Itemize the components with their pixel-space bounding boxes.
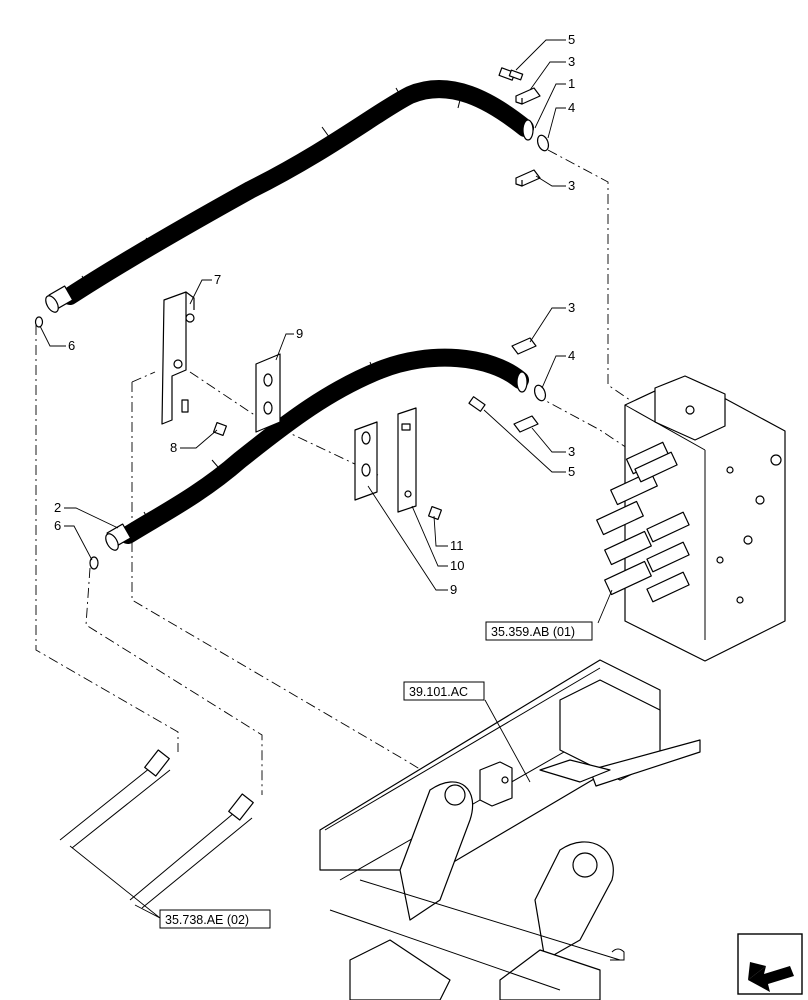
o-ring-left-upper xyxy=(34,316,44,328)
callout-1: 1 xyxy=(568,76,575,91)
callout-8: 8 xyxy=(170,440,177,455)
callout-3-upper-bottom: 3 xyxy=(568,178,575,193)
callout-leaders xyxy=(39,39,613,783)
upper-hose xyxy=(45,80,534,313)
callout-labels: 5 3 1 4 3 6 7 9 3 4 3 5 8 2 6 11 10 9 xyxy=(54,32,575,597)
upper-bolt xyxy=(498,67,524,81)
lower-o-ring xyxy=(533,384,547,402)
lower-hose-flange-end xyxy=(516,371,528,393)
callout-9-lower: 9 xyxy=(450,582,457,597)
upper-hose-flange-end xyxy=(522,119,534,141)
bracket-bolt-8 xyxy=(212,421,228,437)
callout-9-top: 9 xyxy=(296,326,303,341)
upper-o-ring xyxy=(536,134,550,152)
reference-lines-label[interactable]: 35.738.AE (02) xyxy=(165,913,249,927)
callout-3-lower-bottom: 3 xyxy=(568,444,575,459)
upper-clamp-half-top xyxy=(515,87,541,105)
clamp-block-9-lower xyxy=(354,421,378,501)
lower-clamp-half-top xyxy=(511,337,537,355)
upper-hose-fitting-end xyxy=(45,285,74,313)
lower-hose-fitting-end xyxy=(105,523,132,551)
reference-valve[interactable]: 35.359.AB (01) xyxy=(485,621,593,641)
callout-3-lower-top: 3 xyxy=(568,300,575,315)
callout-7: 7 xyxy=(214,272,221,287)
callout-3-top: 3 xyxy=(568,54,575,69)
navigation-arrow-icon[interactable] xyxy=(737,933,803,995)
clamp-block-9-upper xyxy=(255,353,281,433)
plate-10 xyxy=(397,407,417,513)
callout-2: 2 xyxy=(54,500,61,515)
bracket-7 xyxy=(161,291,195,425)
callout-5-top: 5 xyxy=(568,32,575,47)
reference-lines[interactable]: 35.738.AE (02) xyxy=(159,909,271,929)
lower-hose xyxy=(105,348,529,551)
reference-frame-label[interactable]: 39.101.AC xyxy=(409,685,468,699)
reference-valve-label[interactable]: 35.359.AB (01) xyxy=(491,625,575,639)
callout-4-lower: 4 xyxy=(568,348,575,363)
control-valve-block xyxy=(596,375,786,662)
upper-clamp-half-bottom xyxy=(515,169,541,187)
hydraulic-lines-assembly xyxy=(59,749,254,919)
valve-ports xyxy=(685,405,782,604)
callout-5-lower: 5 xyxy=(568,464,575,479)
callout-6-lower: 6 xyxy=(54,518,61,533)
callout-10: 10 xyxy=(450,558,464,573)
callout-11: 11 xyxy=(450,538,464,553)
callout-6-top: 6 xyxy=(68,338,75,353)
reference-frame[interactable]: 39.101.AC xyxy=(403,681,485,701)
lower-clamp-half-bottom xyxy=(513,415,539,433)
bolt-11 xyxy=(427,505,443,521)
machine-frame xyxy=(319,659,701,1000)
lower-bolt xyxy=(468,396,486,412)
valve-spools xyxy=(596,441,690,603)
callout-4-top: 4 xyxy=(568,100,575,115)
